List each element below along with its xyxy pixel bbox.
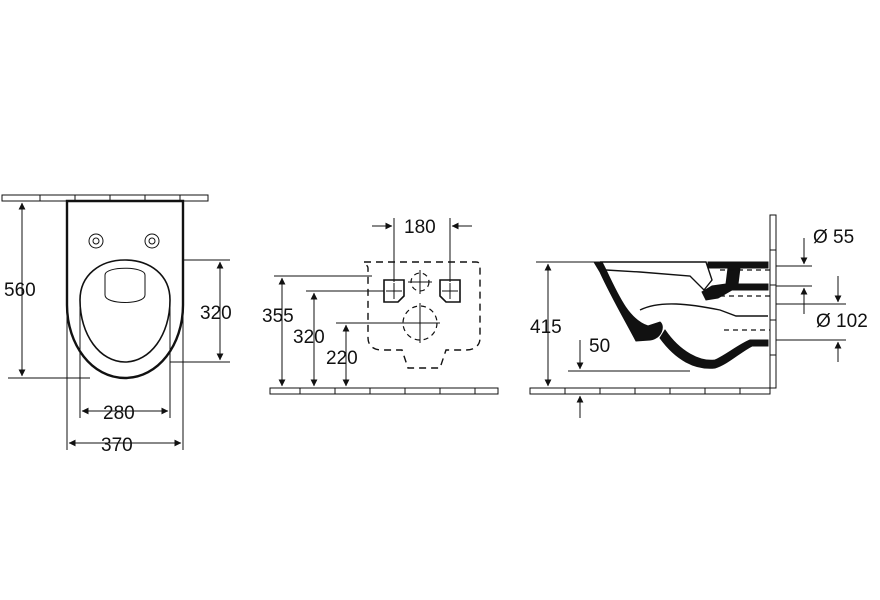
bowl-section-base [659, 329, 769, 369]
bowl-outer-outline [65, 199, 185, 380]
floor-strip-side [529, 387, 771, 395]
dim-outer-width-label: 370 [101, 435, 133, 456]
rear-outline-dashed [362, 261, 481, 369]
dim-floor-offset-label: 50 [589, 336, 610, 357]
bracket-left [383, 279, 405, 303]
side-view: Ø 55 Ø 102 415 50 [529, 214, 868, 418]
bowl-opening [104, 267, 146, 303]
dim-outlet-height-label: 320 [293, 327, 325, 348]
dim-bolt-height-label: 355 [262, 306, 294, 327]
bowl-section-back [701, 261, 769, 301]
bowl-section-outer-line [600, 261, 713, 292]
front-view: 560 320 280 370 [1, 194, 232, 456]
floor-strip-rear [269, 387, 499, 395]
dim-inner-width-label: 280 [103, 403, 135, 424]
fixing-bolt-right [144, 233, 160, 249]
dim-outlet-diameter-label: Ø 102 [816, 311, 868, 332]
fixing-bolt-left [88, 233, 104, 249]
wall-strip-side [769, 214, 777, 389]
rear-view: 180 355 320 220 [262, 217, 499, 395]
dim-lower-height-label: 220 [326, 348, 358, 369]
dim-hole-spacing-label: 180 [404, 217, 436, 238]
dim-height-label: 560 [4, 280, 36, 301]
dim-rim-height-label: 415 [530, 317, 562, 338]
dim-inlet-diameter-label: Ø 55 [813, 227, 854, 248]
dim-seat-height-label: 320 [200, 303, 232, 324]
bowl-inner-outline [79, 259, 171, 363]
bracket-right [439, 279, 461, 303]
bowl-section-shell [593, 261, 663, 342]
bowl-section-trap-line [639, 303, 768, 317]
